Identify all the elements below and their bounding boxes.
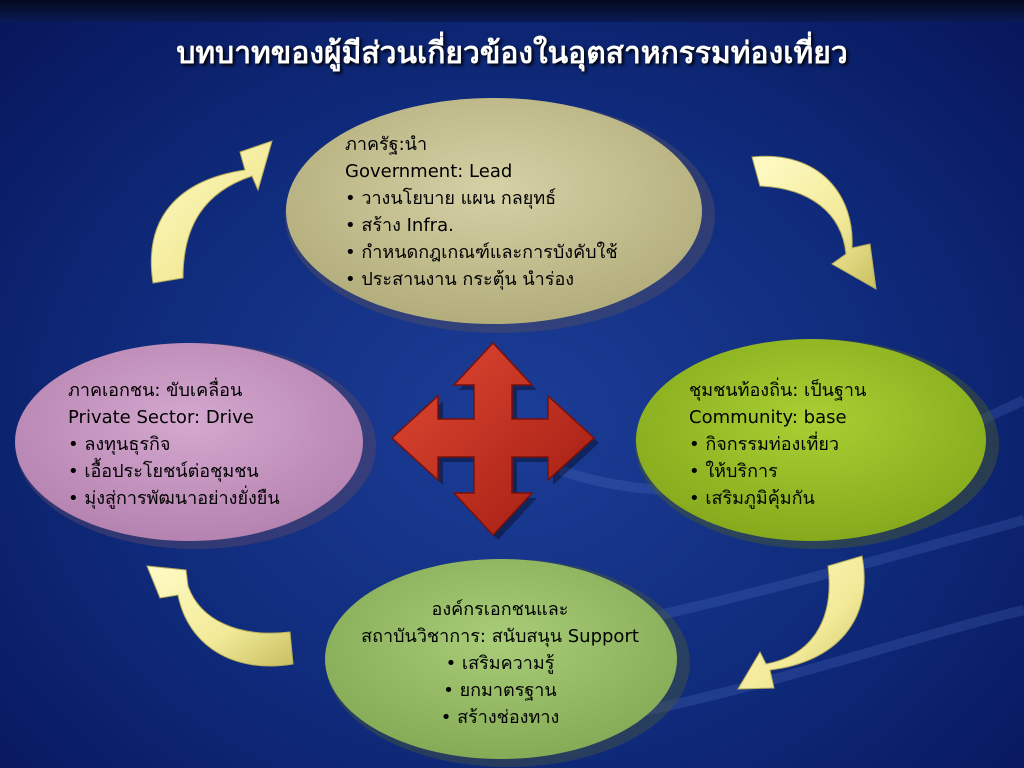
government-text: ภาครัฐ:นำ Government: Lead • วางนโยบาย แ…: [345, 131, 618, 293]
government-bullet: • กำหนดกฎเกณฑ์และการบังคับใช้: [345, 242, 618, 263]
government-bullet: • สร้าง Infra.: [345, 215, 454, 236]
ngo-bullet: • ยกมาตรฐาน: [443, 680, 557, 701]
government-subheading: Government: Lead: [345, 161, 513, 182]
curved-arrow-icon: [150, 140, 273, 284]
private-sector-text: ภาคเอกชน: ขับเคลื่อน Private Sector: Dri…: [68, 377, 280, 512]
government-ellipse: [285, 98, 715, 333]
community-text: ชุมชนท้องถิ่น: เป็นฐาน Community: base •…: [689, 377, 866, 512]
private-sector-ellipse: [15, 343, 376, 549]
private-bullet: • เอื้อประโยชน์ต่อชุมชน: [68, 461, 259, 482]
community-bullet: • ให้บริการ: [689, 461, 778, 482]
community-subheading: Community: base: [689, 407, 847, 428]
government-bullet: • วางนโยบาย แผน กลยุทธ์: [345, 188, 557, 209]
ngo-academic-ellipse: [325, 559, 690, 767]
curved-arrow-icon: [751, 155, 877, 290]
government-bullet: • ประสานงาน กระตุ้น นำร่อง: [345, 269, 575, 290]
ngo-subheading: สถาบันวิชาการ: สนับสนุน Support: [361, 626, 639, 647]
four-way-arrow-icon: [390, 341, 599, 540]
community-bullet: • เสริมภูมิคุ้มกัน: [689, 488, 815, 509]
private-bullet: • มุ่งสู่การพัฒนาอย่างยั่งยืน: [68, 488, 280, 509]
top-band: [0, 0, 1024, 22]
private-bullet: • ลงทุนธุรกิจ: [68, 434, 171, 455]
ngo-bullet: • สร้างช่องทาง: [440, 707, 560, 728]
curved-arrow-icon: [737, 555, 865, 690]
page-title: บทบาทของผู้มีส่วนเกี่ยวข้องในอุตสาหกรรมท…: [176, 36, 848, 71]
community-heading: ชุมชนท้องถิ่น: เป็นฐาน: [689, 380, 867, 401]
community-ellipse: [635, 339, 999, 549]
ngo-heading: องค์กรเอกชนและ: [431, 599, 569, 620]
ngo-academic-text: องค์กรเอกชนและ สถาบันวิชาการ: สนับสนุน S…: [330, 596, 670, 731]
private-heading: ภาคเอกชน: ขับเคลื่อน: [68, 380, 243, 401]
ngo-bullet: • เสริมความรู้: [445, 653, 555, 674]
community-bullet: • กิจกรรมท่องเที่ยว: [689, 434, 840, 455]
government-heading: ภาครัฐ:นำ: [345, 134, 428, 155]
curved-arrow-icon: [146, 565, 294, 667]
private-subheading: Private Sector: Drive: [68, 407, 254, 428]
